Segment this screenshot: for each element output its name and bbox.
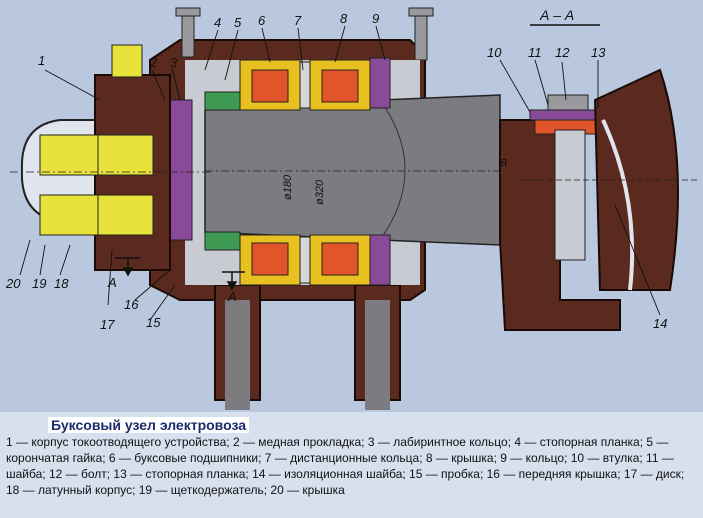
- section-arrows: [115, 24, 600, 291]
- leader-lines: [19, 25, 661, 321]
- callout-20: 20: [6, 276, 21, 291]
- callout-6: 6: [258, 13, 266, 28]
- callout-4: 4: [214, 15, 222, 30]
- callout-9: 9: [372, 11, 380, 26]
- spacer-rings: [169, 57, 391, 286]
- callout-14: 14: [653, 316, 668, 331]
- callout-17: 17: [100, 317, 115, 332]
- axle-shaft: [204, 94, 501, 246]
- caption-legend: 1 — корпус токоотводящего устройства; 2 …: [6, 435, 685, 497]
- callout-10: 10: [487, 45, 502, 60]
- current-collector: [10, 44, 210, 271]
- callout-12: 12: [555, 45, 570, 60]
- callout-13: 13: [591, 45, 606, 60]
- section-marker-left: А: [108, 275, 117, 290]
- callout-5: 5: [234, 15, 242, 30]
- section-label: А – А: [540, 7, 575, 23]
- callout-11: 11: [528, 45, 542, 60]
- callout-3: 3: [170, 55, 178, 70]
- callout-16: 16: [124, 297, 139, 312]
- callout-19: 19: [32, 276, 47, 291]
- callout-18: 18: [54, 276, 69, 291]
- callout-2: 2: [150, 55, 158, 70]
- diameter-320-label: ø320: [314, 179, 326, 205]
- gap-dimension-label: a: [500, 154, 508, 169]
- callout-8: 8: [340, 11, 348, 26]
- axlebox-bearings: [239, 59, 371, 286]
- callout-15: 15: [146, 315, 161, 330]
- diameter-180-label: ø180: [282, 174, 294, 200]
- callout-1: 1: [38, 53, 46, 68]
- section-a-a: [499, 68, 700, 331]
- callout-7: 7: [294, 13, 302, 28]
- caption-title: Буксовый узел электровоза: [48, 417, 250, 433]
- section-marker-right: А: [228, 289, 237, 304]
